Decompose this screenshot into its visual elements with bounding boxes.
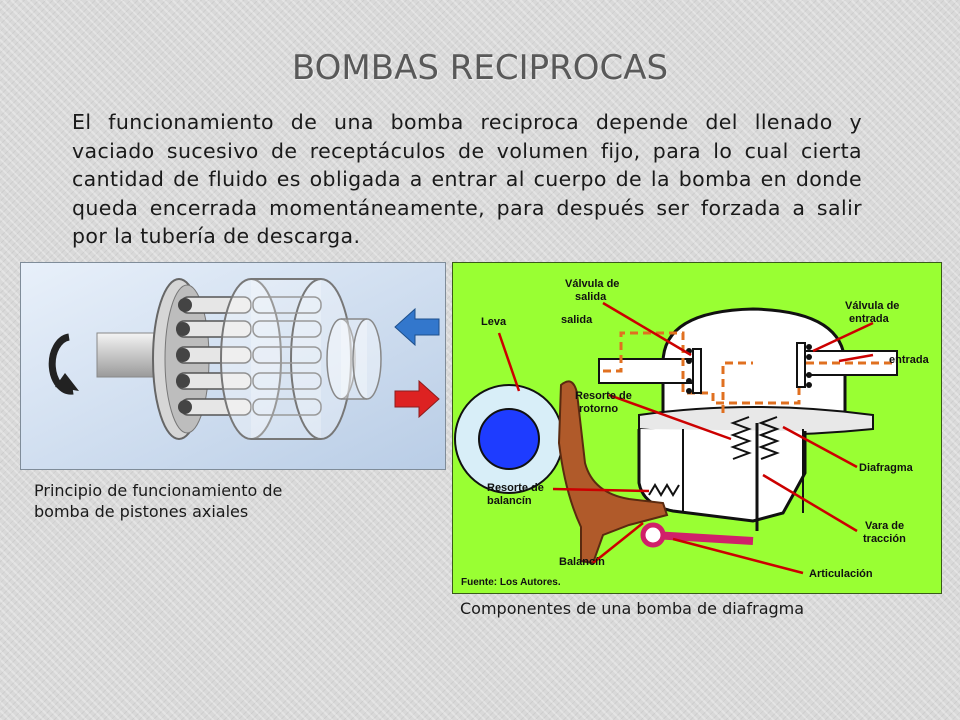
label-diafragma: Diafragma [859,462,914,474]
left-caption-line-2: bomba de pistones axiales [34,502,249,521]
label-balancin: Balancín [559,556,605,568]
slide-title: BOMBAS RECIPROCAS [291,48,669,88]
left-figure-caption: Principio de funcionamiento de bomba de … [34,480,374,522]
label-articulacion: Articulación [809,568,873,580]
diaphragm-pump-diagram: Válvula de salida salida Válvula de entr… [452,262,942,594]
label-valvula-entrada-2: entrada [849,313,890,325]
axial-piston-pump-image [20,262,446,470]
label-entrada: entrada [889,354,930,366]
right-figure-caption: Componentes de una bomba de diafragma [460,599,805,618]
diaphragm-pump-illustration: Válvula de salida salida Válvula de entr… [453,263,941,593]
label-resorte-retorno-2: rotorno [579,403,618,415]
label-resorte-retorno-1: Resorte de [575,390,632,402]
label-fuente: Fuente: Los Autores. [461,577,561,588]
label-valvula-salida-2: salida [575,291,607,303]
label-resorte-balancin-1: Resorte de [487,482,544,494]
label-salida: salida [561,314,593,326]
label-valvula-salida-1: Válvula de [565,278,619,290]
label-vara-1: Vara de [865,520,904,532]
inlet-arrow-icon [394,307,440,347]
left-caption-line-1: Principio de funcionamiento de [34,481,283,500]
rotation-arrow-icon [48,333,79,395]
label-vara-2: tracción [863,533,906,545]
outlet-arrow-icon [394,379,440,419]
label-resorte-balancin-2: balancín [487,495,532,507]
cam-core [478,408,540,470]
body-paragraph: El funcionamiento de una bomba reciproca… [72,110,862,248]
label-valvula-entrada-1: Válvula de [845,300,899,312]
axial-pump-illustration [21,263,445,469]
label-leva: Leva [481,316,507,328]
